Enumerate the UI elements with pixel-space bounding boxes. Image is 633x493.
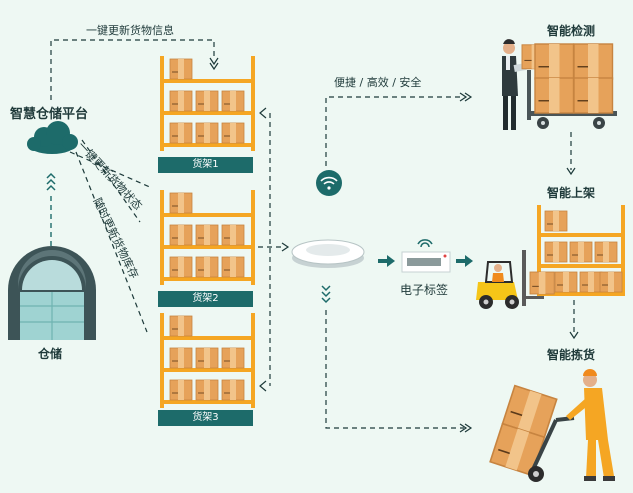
shelf-1 [160,56,255,151]
top-flow-label: 一键更新货物信息 [86,24,174,37]
rfid-reader-icon [291,239,365,268]
up-chevrons [46,172,56,191]
smart-shelving-label: 智能上架 [547,186,596,200]
inspection-cart [521,43,617,129]
smart-shelving-rack [537,205,625,296]
arrow-right-icon [378,255,395,267]
cloud-icon [27,121,78,154]
smart-picking-label: 智能拣货 [547,348,596,362]
picking-worker-icon [489,369,615,482]
arrow-right-icon-2 [456,255,473,267]
forklift-icon [476,250,555,309]
smart-detection-label: 智能检测 [547,24,596,38]
electronic-tag-icon [401,239,451,273]
warehouse-label: 仓储 [38,347,63,361]
inspection-worker-icon [502,39,527,130]
warehouse-icon [8,246,96,340]
shelf-3-label: 货架3 [158,410,253,426]
electronic-tag-label: 电子标签 [400,283,449,297]
platform-title: 智慧仓储平台 [10,107,89,122]
wifi-route-label: 便捷 / 高效 / 安全 [334,76,422,89]
shelf-2 [160,190,255,285]
shelf-1-label: 货架1 [158,157,253,173]
wifi-icon [316,170,342,196]
shelf-3 [160,313,255,408]
shelf-2-label: 货架2 [158,291,253,307]
